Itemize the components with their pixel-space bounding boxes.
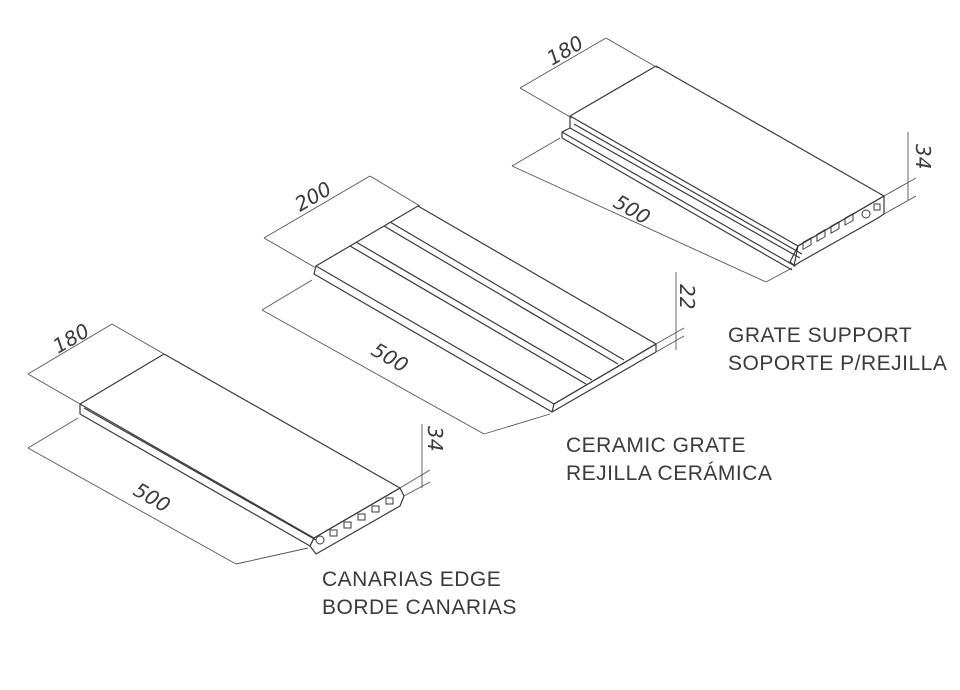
canarias-edge-label-es: BORDE CANARIAS	[322, 596, 517, 619]
ceramic-grate-dim-line	[655, 327, 685, 345]
canarias-edge-label-en: CANARIAS EDGE	[322, 568, 501, 591]
grate-support-label-es: SOPORTE P/REJILLA	[728, 352, 947, 375]
ceramic-grate-dim-line	[261, 279, 313, 311]
ceramic-grate-dim-line	[655, 335, 685, 353]
grate-support-front-face	[561, 116, 799, 267]
ceramic-grate-dim-line	[483, 413, 551, 435]
grate-support-edge-line	[569, 127, 801, 259]
canarias-edge-width-dim-line	[27, 323, 113, 375]
canarias-edge-top-face	[79, 353, 401, 539]
grate-support-drawing: 180 500 34	[511, 30, 935, 283]
canarias-edge-dim-line	[27, 417, 79, 449]
canarias-edge-dim-line	[399, 469, 431, 489]
canarias-edge-hollow-cells	[315, 497, 394, 545]
ceramic-grate-length-dim-line	[261, 309, 485, 435]
grate-support-dim-line	[883, 177, 917, 197]
grate-support-top-face	[569, 65, 885, 247]
ceramic-grate-width-dim-line	[263, 175, 371, 239]
canarias-edge-label: CANARIAS EDGE BORDE CANARIAS	[322, 568, 517, 619]
ceramic-grate-label: CERAMIC GRATE REJILLA CERÁMICA	[566, 434, 772, 485]
ceramic-grate-end-face	[551, 343, 657, 413]
grate-support-length-dim-line	[511, 165, 767, 283]
grate-support-dim-line	[519, 87, 573, 119]
grate-support-label-en: GRATE SUPPORT	[728, 324, 912, 347]
canarias-edge-width-value: 180	[49, 318, 94, 358]
grate-support-dim-line	[511, 137, 561, 167]
ceramic-grate-dim-line	[263, 237, 317, 269]
grate-support-edge-line	[573, 123, 803, 255]
canarias-edge-edge-line	[83, 407, 317, 541]
ceramic-grate-label-es: REJILLA CERÁMICA	[566, 462, 772, 485]
canarias-edge-dim-line	[111, 323, 165, 355]
grate-support-edge-line	[561, 137, 793, 271]
canarias-edge-dim-line	[27, 373, 81, 405]
grate-support-width-dim-line	[519, 37, 607, 89]
grate-support-dim-line	[883, 195, 917, 215]
grate-support-height-value: 34	[911, 144, 935, 169]
grate-support-end-face	[793, 195, 885, 267]
grate-support-length-value: 500	[610, 190, 655, 230]
grate-support-dim-line	[765, 267, 793, 283]
ceramic-grate-label-en: CERAMIC GRATE	[566, 434, 746, 457]
grate-support-label: GRATE SUPPORT SOPORTE P/REJILLA	[728, 324, 947, 375]
grate-support-width-value: 180	[543, 30, 588, 70]
ceramic-grate-edge-line	[349, 245, 587, 385]
canarias-edge-length-dim-line	[27, 447, 237, 565]
canarias-edge-dim-line	[235, 547, 309, 565]
canarias-edge-length-value: 500	[130, 478, 175, 518]
canarias-edge-height-value: 34	[423, 426, 447, 451]
ceramic-grate-front-face	[313, 265, 555, 413]
ceramic-grate-edge-line	[355, 241, 593, 381]
ceramic-grate-length-value: 500	[368, 338, 413, 378]
canarias-edge-dim-line	[403, 481, 431, 497]
ceramic-grate-width-value: 200	[291, 176, 336, 216]
ceramic-grate-dim-line	[369, 175, 421, 207]
ceramic-grate-edge-line	[383, 225, 619, 365]
ceramic-grate-height-value: 22	[675, 284, 699, 309]
ceramic-grate-edge-line	[389, 221, 625, 361]
grate-support-hollow-cells	[802, 203, 881, 251]
grate-support-dim-line	[605, 37, 659, 69]
